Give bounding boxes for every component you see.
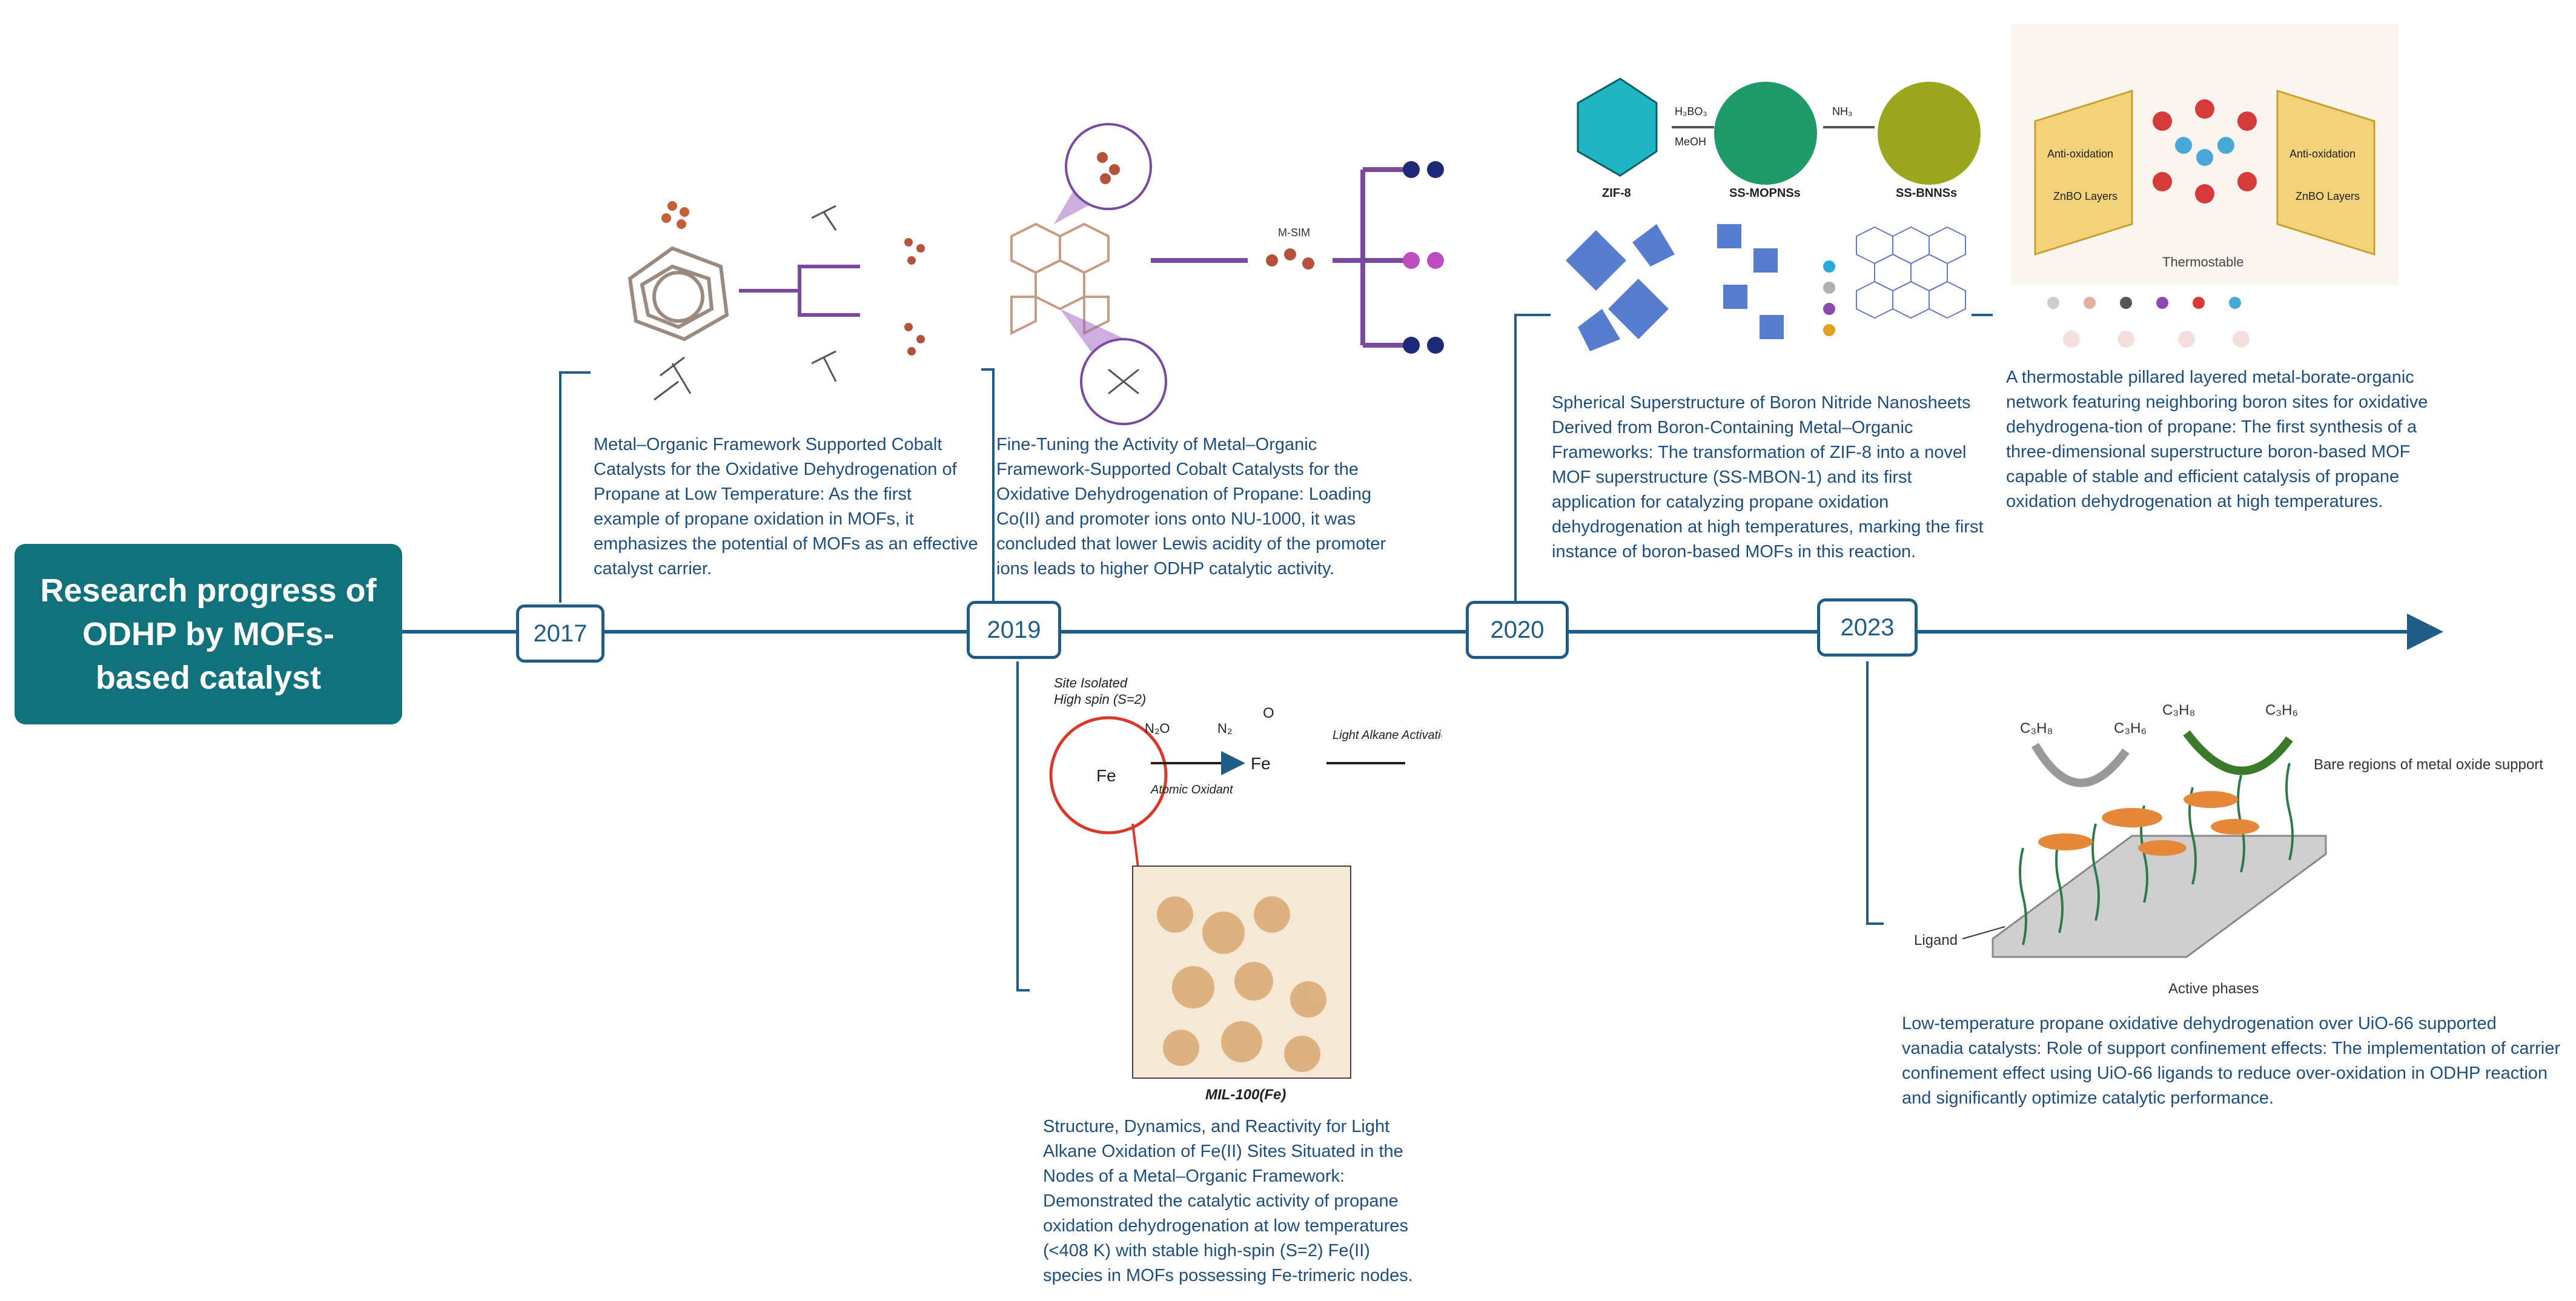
element-legend bbox=[1823, 260, 1835, 336]
n2-label: N₂ bbox=[1217, 721, 1232, 736]
high-spin-label: High spin (S=2) bbox=[1054, 692, 1146, 707]
mil-label: MIL-100(Fe) bbox=[1205, 1087, 1286, 1103]
figure-2019-nu1000: M-SIM bbox=[1010, 123, 1444, 425]
hexagonal-lattice bbox=[1010, 222, 1110, 336]
c3h6-label-1: C₃H₆ bbox=[2114, 720, 2147, 737]
atom-legend bbox=[2047, 297, 2241, 309]
ss-bnnss-label: SS-BNNSs bbox=[1896, 187, 1957, 200]
n2o-label: N₂O bbox=[1145, 721, 1170, 736]
year-2017: 2017 bbox=[516, 604, 604, 663]
h3bo3-label: H₃BO₃ bbox=[1675, 105, 1707, 118]
ss-mopnss-label: SS-MOPNSs bbox=[1729, 187, 1801, 200]
mof-structure bbox=[1717, 224, 1784, 339]
figure-2023-uio66: C₃H₈ C₃H₆ C₃H₈ C₃H₆ Bare regions of meta… bbox=[1914, 702, 2543, 997]
zn-layer-right bbox=[2276, 89, 2376, 256]
title-text: Research progress of ODHP by MOFs-based … bbox=[40, 572, 377, 696]
figure-2023-borate: Anti-oxidation ZnBO Layers Anti-oxidatio… bbox=[2011, 24, 2399, 348]
ss-bnnss-sphere bbox=[1878, 82, 1981, 185]
bn-lattice bbox=[1856, 226, 1966, 319]
site-isolated-label: Site Isolated bbox=[1054, 675, 1128, 690]
active-phases bbox=[2038, 791, 2259, 856]
zn-layer-left-label: ZnBO Layers bbox=[2053, 190, 2117, 202]
gray-arc-arrow bbox=[2031, 743, 2130, 787]
atomic-oxidant-label: Atomic Oxidant bbox=[1150, 783, 1234, 796]
reaction-products bbox=[904, 238, 925, 356]
oxo-label: O bbox=[1263, 705, 1274, 721]
zn-layer-left bbox=[2034, 89, 2133, 256]
meoh-label: MeOH bbox=[1675, 136, 1706, 148]
year-2023: 2023 bbox=[1817, 598, 1918, 657]
molecule-legend bbox=[2063, 331, 2250, 348]
connector-2019-up bbox=[981, 368, 995, 603]
c3h8-label-1: C₃H₈ bbox=[2020, 720, 2053, 737]
molecule-sketch bbox=[811, 205, 837, 382]
branch-arrows bbox=[739, 265, 860, 317]
light-alkane-label: Light Alkane Activation bbox=[1333, 729, 1442, 742]
entry-2020-text: Spherical Superstructure of Boron Nitrid… bbox=[1552, 393, 1984, 561]
entry-2019-a-text: Fine-Tuning the Activity of Metal–Organi… bbox=[996, 435, 1386, 578]
entry-2023-a-text: A thermostable pillared layered metal-bo… bbox=[2006, 368, 2428, 511]
mil-crystal-texture bbox=[1157, 896, 1326, 1072]
linker-structure bbox=[654, 356, 692, 401]
branch-lines bbox=[1333, 167, 1405, 348]
thermostable-label: Thermostable bbox=[2162, 254, 2244, 270]
cluster-row-2 bbox=[1403, 252, 1444, 269]
ss-mopnss-sphere bbox=[1714, 82, 1817, 185]
anti-oxidation-right: Anti-oxidation bbox=[2290, 148, 2356, 160]
msim-label: M-SIM bbox=[1278, 227, 1310, 239]
zif8-label: ZIF-8 bbox=[1602, 187, 1631, 200]
fe-iv-atom: Fe bbox=[1251, 754, 1271, 773]
connector-2019-down bbox=[1016, 661, 1030, 991]
entry-2023-b-text: Low-temperature propane oxidative dehydr… bbox=[1902, 1014, 2560, 1108]
year-2020: 2020 bbox=[1466, 601, 1569, 659]
title-box: Research progress of ODHP by MOFs-based … bbox=[15, 544, 402, 724]
green-arc-arrow bbox=[2183, 730, 2293, 775]
cluster-row-1 bbox=[1403, 161, 1444, 178]
figure-2017-mof bbox=[627, 201, 925, 401]
zif8-structure bbox=[1566, 224, 1675, 351]
figure-2019-mil100: Site Isolated High spin (S=2) Fe N₂O N₂ … bbox=[1049, 675, 1442, 1103]
zoom-circle-top bbox=[1065, 123, 1152, 210]
cluster-row-3 bbox=[1403, 337, 1444, 354]
nh3-label: NH₃ bbox=[1832, 105, 1852, 118]
node-cluster-mid bbox=[1266, 248, 1314, 270]
entry-2017-text: Metal–Organic Framework Supported Cobalt… bbox=[594, 435, 978, 578]
fe-site-circle bbox=[1049, 716, 1168, 835]
zn-layer-right-label: ZnBO Layers bbox=[2296, 190, 2360, 202]
figure-2020-zif8: ZIF-8 H₃BO₃ MeOH SS-MOPNSs NH₃ SS-BNNSs bbox=[1566, 78, 1981, 351]
ligand-label: Ligand bbox=[1914, 932, 1958, 948]
fe-atom: Fe bbox=[1096, 766, 1116, 785]
zif8-crystal bbox=[1577, 78, 1658, 177]
cobalt-cluster bbox=[661, 201, 689, 229]
borate-links bbox=[2175, 137, 2234, 166]
borate-molecule bbox=[2153, 99, 2257, 204]
mof-framework bbox=[627, 246, 729, 342]
year-2019: 2019 bbox=[967, 601, 1061, 659]
entry-2019-b-text: Structure, Dynamics, and Reactivity for … bbox=[1043, 1117, 1413, 1285]
connector-2017 bbox=[559, 371, 591, 603]
c3h6-label-2: C₃H₆ bbox=[2265, 702, 2298, 718]
anti-oxidation-left: Anti-oxidation bbox=[2047, 148, 2113, 160]
connector-2023-down bbox=[1866, 661, 1884, 925]
connector-2020-up bbox=[1514, 314, 1551, 603]
bare-regions-label: Bare regions of metal oxide support bbox=[2314, 756, 2543, 773]
active-phases-label: Active phases bbox=[2168, 981, 2259, 997]
c3h8-label-2: C₃H₈ bbox=[2162, 702, 2195, 718]
